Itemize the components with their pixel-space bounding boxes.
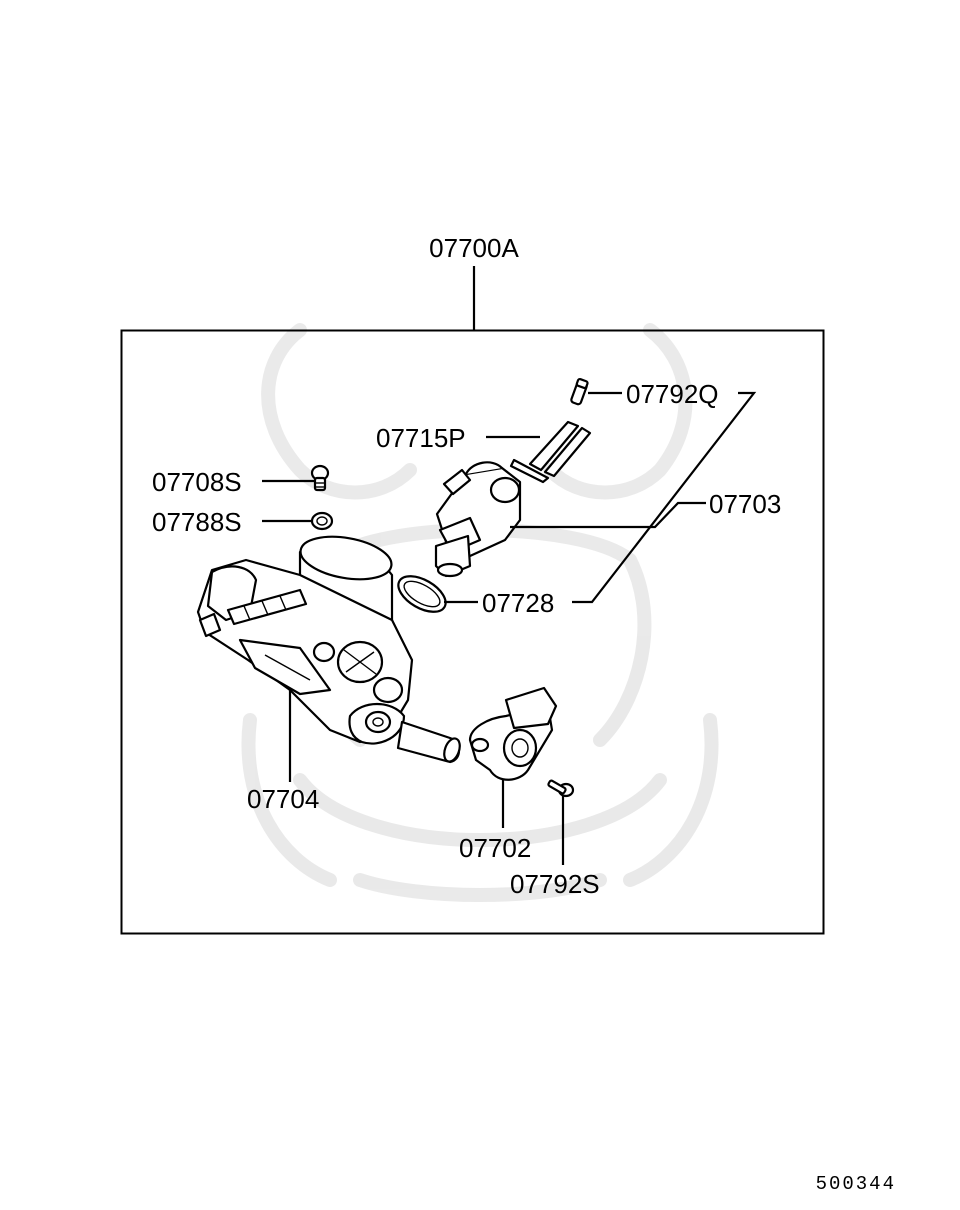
label-07728: 07728 <box>482 588 554 618</box>
part-07702-sensor-drawing <box>468 686 558 781</box>
figure-number: 500344 <box>816 1173 896 1195</box>
label-07792Q: 07792Q <box>626 379 719 409</box>
label-07708S: 07708S <box>152 467 242 497</box>
label-07702: 07702 <box>459 833 531 863</box>
part-07708S-screw-drawing <box>310 464 330 492</box>
label-07704: 07704 <box>247 784 319 814</box>
leader-07703 <box>572 391 757 604</box>
part-07728-oring-drawing <box>397 575 447 613</box>
part-07704-throttle-body-drawing <box>196 535 461 764</box>
part-07792Q-screw-drawing <box>570 377 589 406</box>
part-07715P-strip-drawing <box>509 420 592 484</box>
label-07788S: 07788S <box>152 507 242 537</box>
label-07715P: 07715P <box>376 423 466 453</box>
part-07788S-washer-drawing <box>310 511 334 531</box>
assembly-frame <box>120 329 825 935</box>
leader-07703-branch <box>510 501 706 529</box>
label-07703: 07703 <box>709 489 781 519</box>
part-07792S-screw-drawing <box>547 779 575 798</box>
part-07703-motor-drawing <box>434 461 522 578</box>
label-07792S: 07792S <box>510 869 600 899</box>
assembly-label: 07700A <box>429 233 519 263</box>
